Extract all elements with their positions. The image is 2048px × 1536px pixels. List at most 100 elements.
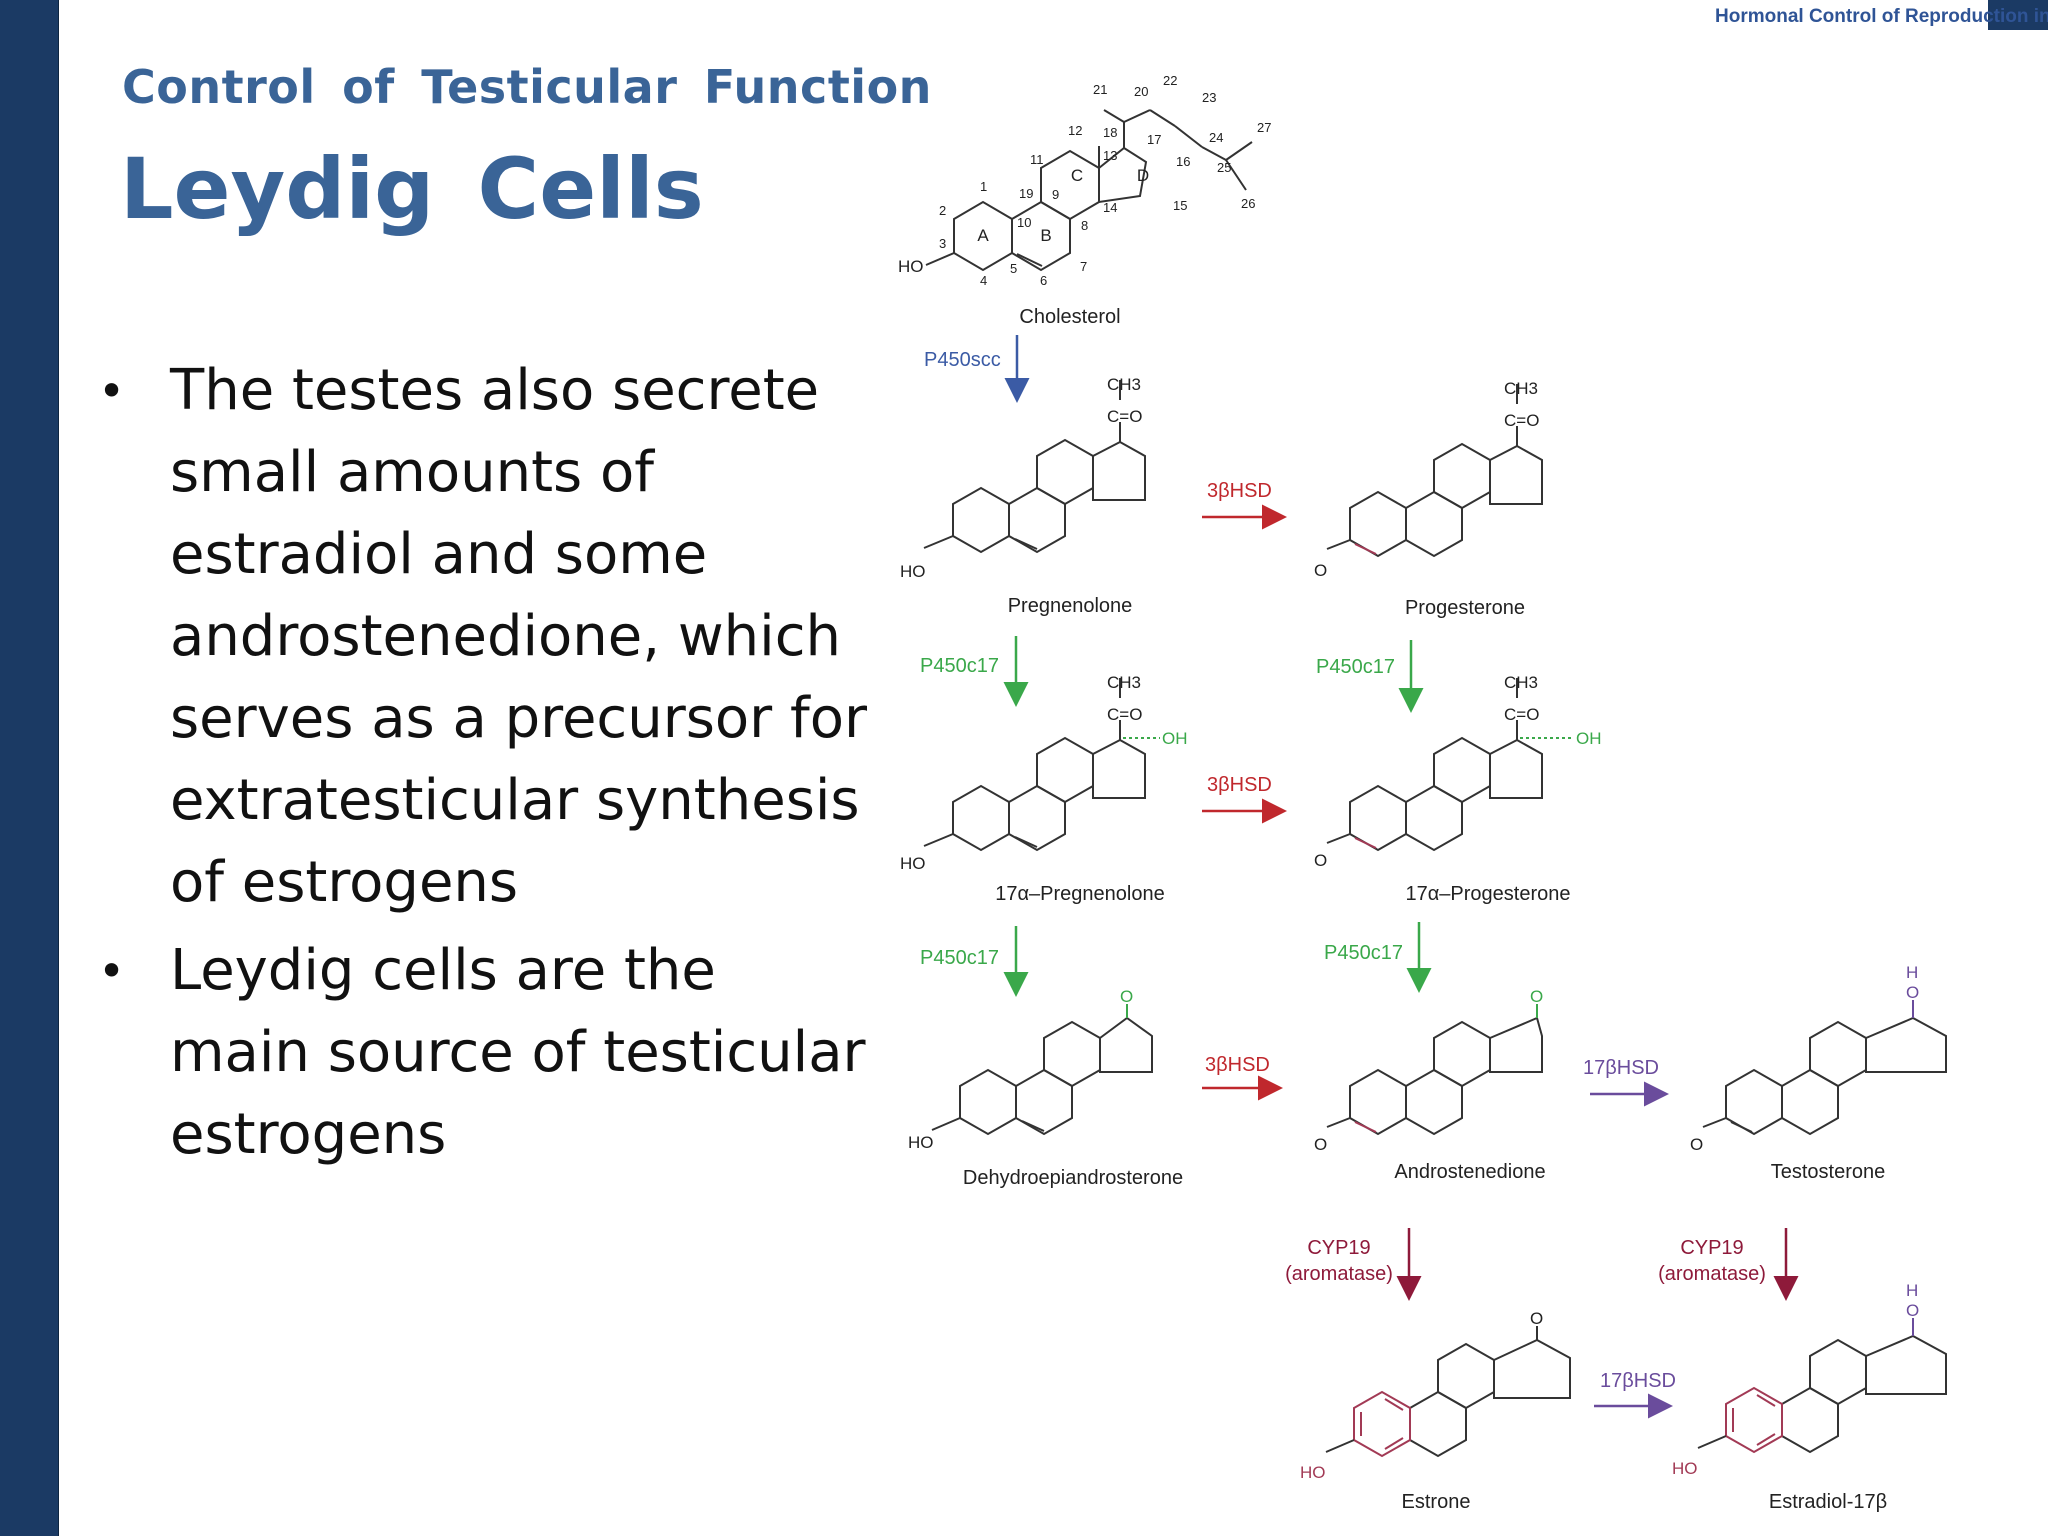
ring-label: B: [1040, 226, 1051, 245]
enzyme-label-3bhsd: 3βHSD: [1207, 480, 1272, 502]
carbon-number: 25: [1217, 160, 1231, 175]
ring-label: A: [977, 226, 989, 245]
enzyme-label-aromatase: (aromatase): [1285, 1263, 1393, 1285]
carbon-number: 14: [1103, 200, 1117, 215]
compound-name-17a-progesterone: 17α–Progesterone: [1405, 883, 1570, 905]
slide-left-accent-bar: [0, 0, 59, 1536]
double-bond-highlight: [1354, 543, 1377, 555]
ring-label: D: [1137, 166, 1149, 185]
estradiol-aromatic-ring: [1725, 1386, 1783, 1454]
enzyme-label-aromatase: (aromatase): [1658, 1263, 1766, 1285]
steroidogenesis-pathway-diagram: A B C D HO 1 2 3 4 5 6 7 8 9 10 11 12 13…: [898, 73, 1947, 1513]
double-bond-highlight: [1354, 837, 1377, 849]
bullet-item: • Leydig cells are the main source of tes…: [90, 930, 870, 1176]
ketone-label: O: [1314, 1135, 1327, 1154]
cholesterol-labels: A B C D HO 1 2 3 4 5 6 7 8 9 10 11 12 13…: [898, 73, 1271, 288]
carbon-number: 2: [939, 203, 946, 218]
carbon-number: 6: [1040, 273, 1047, 288]
methyl-label: CH3: [1504, 379, 1538, 398]
carbonyl-label: C=O: [1107, 407, 1142, 426]
bullet-item: •The testes also secrete small amounts o…: [90, 350, 870, 924]
compound-name-androstenedione: Androstenedione: [1394, 1161, 1545, 1183]
enzyme-label-3bhsd: 3βHSD: [1205, 1054, 1270, 1076]
ketone-label: O: [1530, 987, 1543, 1006]
enzyme-label-3bhsd: 3βHSD: [1207, 774, 1272, 796]
carbon-number: 24: [1209, 130, 1223, 145]
carbonyl-label: C=O: [1504, 411, 1539, 430]
carbon-number: 8: [1081, 218, 1088, 233]
enzyme-label-17bhsd: 17βHSD: [1600, 1370, 1676, 1392]
enzyme-label-17bhsd: 17βHSD: [1583, 1057, 1659, 1079]
estradiol-structure: [1781, 1334, 1947, 1454]
hydroxyl-label: HO: [1672, 1459, 1698, 1478]
carbon-number: 4: [980, 273, 987, 288]
carbon-number: 11: [1030, 152, 1044, 167]
methyl-label: CH3: [1504, 673, 1538, 692]
carbon-number: 23: [1202, 90, 1216, 105]
carbon-number: 12: [1068, 123, 1082, 138]
enzyme-label-cyp19: CYP19: [1680, 1237, 1743, 1259]
bullet-dot-icon: •: [98, 944, 126, 998]
carbon-number: 17: [1147, 132, 1161, 147]
hydroxyl-label: HO: [1300, 1463, 1326, 1482]
slide-corner-accent: [1988, 0, 2048, 30]
carbon-number: 3: [939, 236, 946, 251]
carbon-number: 19: [1019, 186, 1033, 201]
ketone-label: O: [1314, 851, 1327, 870]
compound-name-cholesterol: Cholesterol: [1019, 306, 1120, 328]
slide-title: Leydig Cells: [120, 140, 704, 238]
ring-label: C: [1071, 166, 1083, 185]
carbon-number: 27: [1257, 120, 1271, 135]
hydroxyl-label: HO: [908, 1133, 934, 1152]
androstenedione-structure: [1326, 1016, 1543, 1136]
ketone-label: O: [1690, 1135, 1703, 1154]
hydroxyl-label: HO: [898, 257, 924, 276]
carbon-number: 9: [1052, 187, 1059, 202]
methyl-label: CH3: [1107, 375, 1141, 394]
bullet-list: •The testes also secrete small amounts o…: [90, 350, 870, 1182]
dhea-structure: [931, 1016, 1153, 1136]
hydroxyl-h-label: H: [1906, 1281, 1918, 1300]
hydroxyl-label: OH: [1162, 729, 1188, 748]
slide-header-text: Hormonal Control of Reproduction in th: [1715, 6, 2048, 27]
testosterone-structure: [1702, 1016, 1947, 1136]
enzyme-label-p450c17: P450c17: [1324, 942, 1403, 964]
compound-name-estradiol: Estradiol-17β: [1769, 1491, 1887, 1513]
compound-name-dhea: Dehydroepiandrosterone: [963, 1167, 1183, 1189]
carbonyl-label: C=O: [1504, 705, 1539, 724]
carbon-number: 1: [980, 179, 987, 194]
carbon-number: 16: [1176, 154, 1190, 169]
hydroxyl-label: HO: [900, 562, 926, 581]
hydroxyl-bond: [1325, 1439, 1355, 1453]
compound-name-17a-pregnenolone: 17α–Pregnenolone: [995, 883, 1164, 905]
enzyme-label-cyp19: CYP19: [1307, 1237, 1370, 1259]
compound-name-estrone: Estrone: [1402, 1491, 1471, 1513]
bullet-text: Leydig cells are the main source of test…: [170, 938, 866, 1167]
cholesterol-structure: [925, 109, 1253, 272]
oh-pregnenolone-structure: [923, 678, 1146, 852]
double-bond-highlight: [1354, 1121, 1377, 1133]
enzyme-label-p450c17: P450c17: [920, 947, 999, 969]
hydroxyl-o-label: O: [1906, 1301, 1919, 1320]
hydroxyl-label: HO: [900, 854, 926, 873]
estrone-aromatic-ring: [1353, 1390, 1411, 1458]
ketone-label: O: [1120, 987, 1133, 1006]
enzyme-label-p450c17: P450c17: [920, 655, 999, 677]
slide-subtitle: Control of Testicular Function: [122, 60, 932, 114]
carbon-number: 26: [1241, 196, 1255, 211]
methyl-label: CH3: [1107, 673, 1141, 692]
hydroxyl-h-label: H: [1906, 963, 1918, 982]
carbon-number: 15: [1173, 198, 1187, 213]
carbon-number: 13: [1103, 148, 1117, 163]
enzyme-label-p450c17: P450c17: [1316, 656, 1395, 678]
compound-name-testosterone: Testosterone: [1771, 1161, 1886, 1183]
hydroxyl-o-label: O: [1906, 983, 1919, 1002]
carbon-number: 21: [1093, 82, 1107, 97]
ketone-label: O: [1530, 1309, 1543, 1328]
carbon-number: 5: [1010, 261, 1017, 276]
compound-name-pregnenolone: Pregnenolone: [1008, 595, 1133, 617]
compound-name-progesterone: Progesterone: [1405, 597, 1525, 619]
pregnenolone-structure: [923, 380, 1146, 554]
estrone-structure: [1409, 1338, 1571, 1458]
ketone-label: O: [1314, 561, 1327, 580]
